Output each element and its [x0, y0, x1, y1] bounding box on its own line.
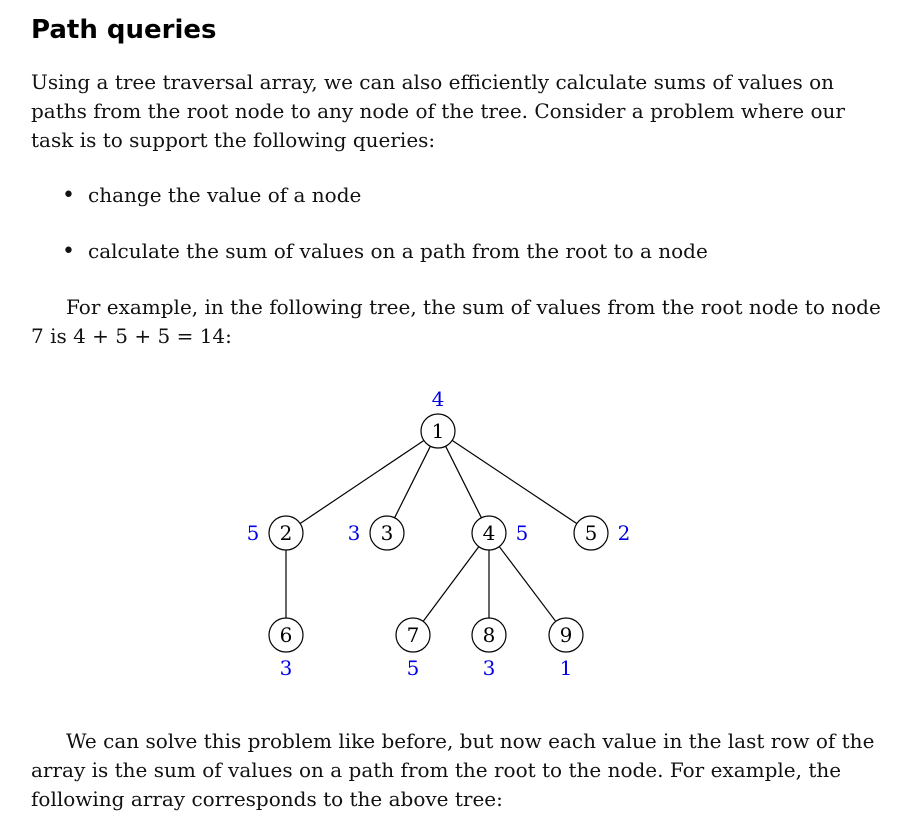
bullet-text-1: change the value of a node — [88, 183, 362, 207]
node-id-label: 5 — [585, 521, 598, 545]
example-paragraph: For example, in the following tree, the … — [31, 295, 881, 348]
tree-edge-1-2 — [299, 439, 425, 525]
node-circle — [573, 515, 609, 551]
tree-node-8: 83 — [471, 617, 507, 680]
node-value-label: 2 — [618, 521, 631, 545]
tree-edge-1-3 — [394, 445, 431, 519]
bullet-icon: • — [62, 183, 75, 208]
node-value-label: 5 — [247, 521, 260, 545]
node-circle — [471, 617, 507, 653]
node-id-label: 8 — [483, 623, 496, 647]
node-circle — [471, 515, 507, 551]
node-circle — [548, 617, 584, 653]
tree-node-9: 91 — [548, 617, 584, 680]
tree-edge-1-5 — [451, 439, 578, 525]
node-value-label: 3 — [348, 521, 361, 545]
section-heading: Path queries — [31, 15, 217, 45]
node-id-label: 3 — [381, 521, 394, 545]
tree-node-7: 75 — [395, 617, 431, 680]
closing-paragraph: We can solve this problem like before, b… — [31, 729, 875, 811]
bullet-item-2: • calculate the sum of values on a path f… — [62, 237, 708, 266]
intro-paragraph: Using a tree traversal array, we can als… — [31, 70, 845, 152]
node-value-label: 3 — [483, 656, 496, 680]
tree-node-1: 14 — [420, 387, 456, 449]
bullet-icon: • — [62, 239, 75, 264]
node-circle — [395, 617, 431, 653]
bullet-item-1: • change the value of a node — [62, 181, 361, 210]
node-value-label: 5 — [516, 521, 529, 545]
node-id-label: 4 — [483, 521, 496, 545]
bullet-text-2: calculate the sum of values on a path fr… — [88, 239, 708, 263]
node-value-label: 4 — [432, 387, 445, 411]
tree-edge-4-7 — [422, 546, 480, 622]
node-circle — [420, 413, 456, 449]
node-circle — [369, 515, 405, 551]
node-id-label: 9 — [560, 623, 573, 647]
node-id-label: 2 — [280, 521, 293, 545]
tree-edges — [285, 439, 578, 622]
tree-node-6: 63 — [268, 617, 304, 680]
node-id-label: 1 — [432, 419, 445, 443]
node-circle — [268, 617, 304, 653]
tree-node-2: 25 — [247, 515, 304, 551]
node-value-label: 5 — [407, 656, 420, 680]
node-id-label: 7 — [407, 623, 420, 647]
node-value-label: 3 — [280, 656, 293, 680]
tree-edge-1-4 — [445, 445, 482, 519]
tree-node-3: 33 — [348, 515, 405, 551]
node-id-label: 6 — [280, 623, 293, 647]
node-value-label: 1 — [560, 656, 573, 680]
node-circle — [268, 515, 304, 551]
tree-edge-4-9 — [498, 546, 557, 622]
